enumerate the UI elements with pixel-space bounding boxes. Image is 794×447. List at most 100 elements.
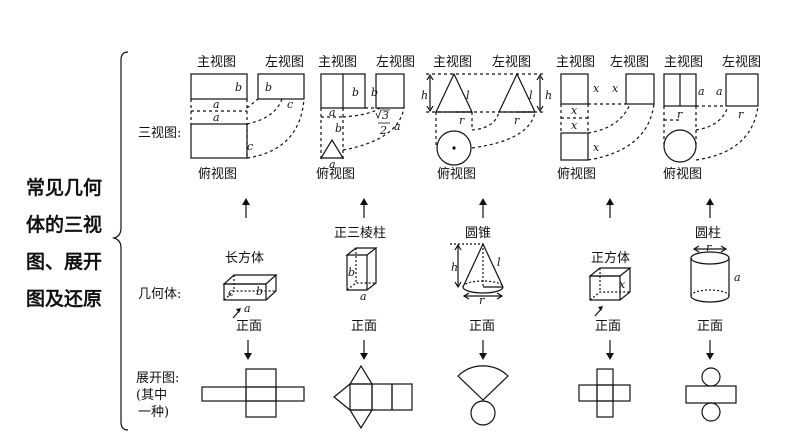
svg-text:r: r [514,114,520,127]
row-label-net: 展开图: [136,371,179,386]
column-cylinder: 主视图 左视图 a a r r 俯视图 圆柱 r a 正面 [663,55,761,422]
column-cuboid: 主视图 左视图 b b a a c c 俯视图 长方体 c b a 正面 [190,55,305,418]
svg-text:a: a [329,106,336,119]
svg-text:3: 3 [382,109,389,122]
left-view [257,73,305,100]
top-view [663,129,697,163]
svg-text:a: a [394,120,401,133]
svg-text:俯视图: 俯视图 [557,166,596,182]
svg-text:2: 2 [379,124,387,137]
svg-text:左视图: 左视图 [492,55,531,70]
svg-text:r: r [479,294,485,307]
svg-text:左视图: 左视图 [722,55,761,70]
svg-text:圆锥: 圆锥 [465,226,491,241]
svg-text:主视图: 主视图 [318,55,357,70]
section-title: 常见几何 体的三视 图、展开 图及还原 [26,170,118,318]
svg-text:x: x [612,82,619,95]
svg-text:b: b [348,266,355,279]
row-label-net-2: (其中 [136,388,167,403]
svg-text:x: x [593,141,600,154]
cuboid-solid [223,283,267,301]
svg-text:b: b [335,122,342,135]
svg-text:俯视图: 俯视图 [663,166,702,182]
svg-text:a: a [734,271,741,284]
svg-text:正三棱柱: 正三棱柱 [334,225,386,241]
svg-text:左视图: 左视图 [376,55,415,70]
cylinder-solid [690,251,730,303]
left-view-label: 左视图 [265,55,304,70]
left-view [625,73,655,105]
svg-text:正面: 正面 [351,319,377,334]
cube-net [578,368,631,418]
svg-text:h: h [545,89,552,102]
svg-text:b: b [352,86,359,99]
svg-text:左视图: 左视图 [610,55,649,70]
svg-text:h: h [421,89,428,102]
solid-name: 长方体 [225,250,264,266]
svg-text:x: x [571,119,578,132]
row-label-solid: 几何体: [138,286,181,302]
front-face-label: 正面 [236,319,262,334]
svg-text:a: a [360,290,367,303]
top-view [190,123,248,159]
svg-text:r: r [738,108,744,121]
section-title-line-4: 图及还原 [26,288,103,310]
section-title-line-3: 图、展开 [26,251,103,273]
cone-net [457,365,509,426]
svg-text:l: l [529,89,533,102]
svg-text:r: r [706,241,712,254]
cuboid-net [201,368,305,418]
top-view [436,130,472,166]
svg-text:b: b [256,285,263,298]
top-view [560,132,589,161]
cube-solid [588,267,632,301]
svg-text:正面: 正面 [469,319,495,334]
svg-text:x: x [619,278,626,291]
triangular-prism-solid [345,247,378,291]
column-cube: 主视图 左视图 x x x x x 俯视图 正方体 x 正面 [556,55,655,418]
row-label-three-view: 三视图: [138,126,181,141]
svg-text:x: x [571,104,578,117]
svg-text:r: r [677,108,683,121]
column-cone: 主视图 左视图 h h l l r r 俯视图 圆锥 [421,55,552,426]
svg-text:l: l [466,89,470,102]
svg-text:b: b [371,86,378,99]
top-view [319,138,345,159]
left-view [725,73,759,107]
column-triangular-prism: 主视图 左视图 b b a b a 3 2 a 俯视图 正三棱柱 [316,55,415,430]
svg-text:主视图: 主视图 [433,55,472,70]
svg-text:正面: 正面 [595,319,621,334]
svg-text:b: b [235,81,242,94]
svg-text:a: a [716,85,723,98]
svg-text:正面: 正面 [697,319,723,334]
section-title-line-1: 常见几何 [26,177,103,199]
svg-text:x: x [593,82,600,95]
svg-text:h: h [451,261,458,274]
left-view [375,73,405,109]
svg-text:主视图: 主视图 [556,55,595,70]
svg-text:r: r [459,114,465,127]
svg-text:a: a [244,302,251,315]
left-brace [111,51,129,431]
row-label-net-3: 一种) [138,405,169,420]
front-view [560,73,589,105]
front-view-label: 主视图 [197,55,236,70]
svg-text:l: l [497,256,501,269]
svg-text:正方体: 正方体 [591,250,630,266]
svg-text:主视图: 主视图 [664,55,703,70]
svg-text:a: a [329,158,336,171]
svg-text:a: a [213,111,220,124]
svg-text:圆柱: 圆柱 [695,226,721,241]
front-view [190,73,248,100]
triangular-prism-net [333,364,413,430]
svg-text:俯视图: 俯视图 [437,166,476,182]
svg-text:b: b [265,81,272,94]
svg-text:a: a [698,85,705,98]
svg-text:c: c [247,140,253,153]
svg-text:a: a [213,98,220,111]
svg-text:c: c [228,286,234,299]
cylinder-net [685,367,737,422]
top-view-label: 俯视图 [198,166,237,182]
svg-text:c: c [287,98,293,111]
